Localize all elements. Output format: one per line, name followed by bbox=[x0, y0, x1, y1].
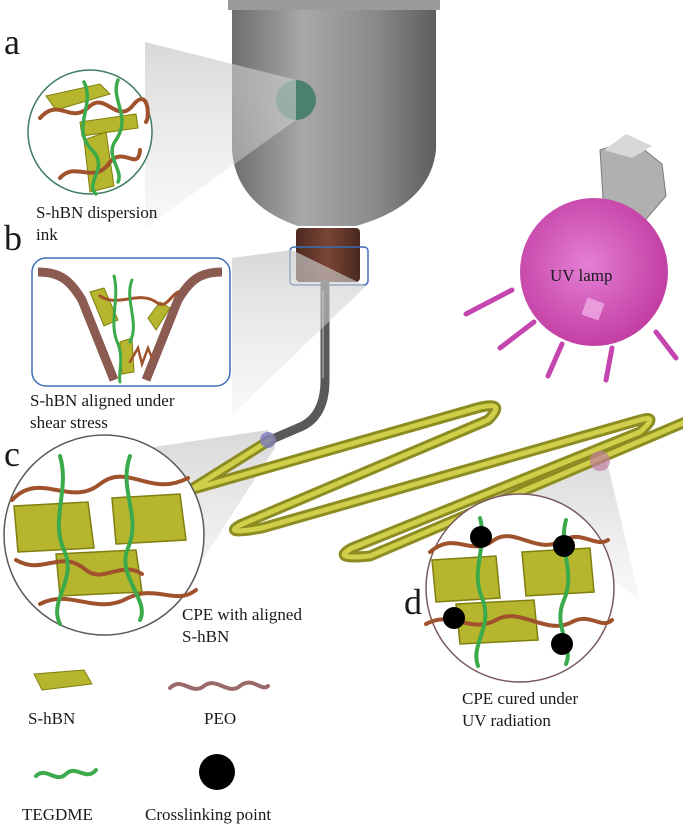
legend-crosslink-label: Crosslinking point bbox=[145, 805, 271, 824]
inset-c bbox=[3, 434, 205, 636]
tegdme-chain bbox=[128, 278, 135, 344]
legend-shbn-label: S-hBN bbox=[28, 709, 75, 728]
panel-label-b: b bbox=[4, 218, 22, 258]
shbn-legend-icon bbox=[33, 669, 93, 691]
crosslink-point bbox=[551, 633, 573, 655]
shbn-flake bbox=[119, 337, 135, 375]
syringe-cone bbox=[232, 150, 436, 226]
caption-c-line2: S-hBN bbox=[182, 627, 229, 646]
crosslink-legend-icon bbox=[199, 754, 235, 790]
lamp-label: UV lamp bbox=[550, 266, 613, 285]
panel-label-c: c bbox=[4, 434, 20, 474]
caption-c-line1: CPE with aligned bbox=[182, 605, 302, 624]
spot-c bbox=[260, 432, 276, 448]
lamp-bulb bbox=[520, 198, 668, 346]
caption-d-line2: UV radiation bbox=[462, 711, 551, 730]
uv-rays bbox=[463, 287, 679, 383]
legend-peo: PEO bbox=[168, 680, 270, 728]
caption-b-line1: S-hBN aligned under bbox=[30, 391, 175, 410]
caption-d-line1: CPE cured under bbox=[462, 689, 578, 708]
tegdme-chain bbox=[112, 274, 123, 384]
peo-legend-icon bbox=[168, 680, 270, 691]
printed-filament bbox=[184, 400, 683, 563]
inset-b bbox=[31, 257, 231, 387]
caption-a-line1: S-hBN dispersion bbox=[36, 203, 158, 222]
lamp-glare bbox=[581, 297, 605, 321]
caption-a-line2: ink bbox=[36, 225, 58, 244]
nozzle-wall-left bbox=[37, 267, 119, 382]
peo-chain bbox=[58, 148, 142, 180]
legend-shbn: S-hBN bbox=[28, 669, 93, 728]
legend-peo-label: PEO bbox=[204, 709, 236, 728]
caption-b-line2: shear stress bbox=[30, 413, 108, 432]
shbn-flake bbox=[13, 501, 95, 553]
shbn-flake bbox=[89, 287, 119, 327]
needle bbox=[265, 279, 330, 445]
tegdme-legend-icon bbox=[34, 768, 98, 780]
legend-crosslink: Crosslinking point bbox=[145, 754, 271, 824]
peo-chain bbox=[428, 534, 610, 554]
lamp-cap bbox=[604, 134, 652, 158]
syringe-rim bbox=[228, 0, 440, 10]
peo-chain bbox=[10, 474, 190, 502]
inset-d bbox=[424, 493, 615, 683]
tegdme-chain bbox=[81, 80, 101, 196]
spot-d bbox=[590, 451, 610, 471]
panel-label-d: d bbox=[404, 582, 422, 622]
filament-highlight bbox=[187, 403, 683, 560]
tegdme-chain bbox=[123, 454, 144, 622]
tegdme-chain bbox=[110, 78, 124, 184]
crosslink-point bbox=[553, 535, 575, 557]
legend-tegdme-label: TEGDME bbox=[22, 805, 93, 824]
peo-chain bbox=[38, 97, 150, 124]
shbn-flake bbox=[147, 301, 171, 331]
legend: S-hBN PEO TEGDME Crosslinking point bbox=[22, 669, 271, 824]
beam-a bbox=[145, 42, 296, 228]
nozzle-wall-right bbox=[141, 267, 223, 382]
crosslink-point bbox=[470, 526, 492, 548]
inset-a bbox=[27, 69, 153, 196]
peo-chain bbox=[128, 344, 154, 369]
tegdme-chain bbox=[55, 454, 70, 626]
legend-tegdme: TEGDME bbox=[22, 768, 98, 824]
crosslink-point bbox=[443, 607, 465, 629]
panel-label-a: a bbox=[4, 22, 20, 62]
peo-chain bbox=[14, 558, 144, 577]
uv-lamp: UV lamp bbox=[463, 134, 679, 383]
beam-b bbox=[232, 250, 366, 415]
shbn-flake bbox=[455, 599, 539, 645]
shbn-flake bbox=[111, 493, 187, 545]
peo-chain bbox=[38, 588, 198, 607]
shbn-flake bbox=[431, 555, 501, 603]
